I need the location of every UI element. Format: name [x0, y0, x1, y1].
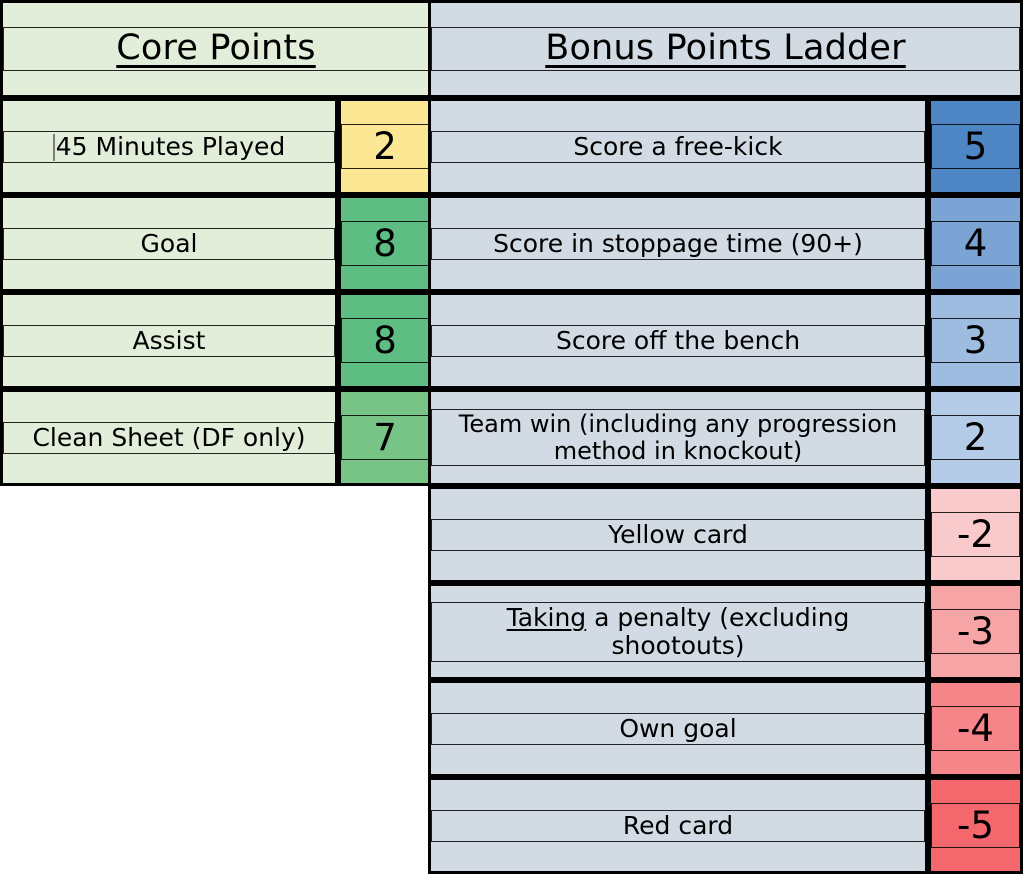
core-points-table: Core Points 45 Minutes Played 2 Goal 8 [0, 0, 432, 486]
text-caret-icon [52, 133, 55, 161]
table-row: Yellow card -2 [428, 486, 1023, 583]
core-row-1-label-inner: Goal [3, 228, 335, 260]
core-row-0-label-cell: 45 Minutes Played [0, 98, 338, 195]
core-row-2-label-inner: Assist [3, 325, 335, 357]
bonus-row-1-value-inner: 4 [931, 221, 1020, 266]
table-row: Score in stoppage time (90+) 4 [428, 195, 1023, 292]
bonus-row-2-value: 3 [963, 318, 988, 362]
bonus-row-3-label-inner: Team win (including any progression meth… [431, 409, 925, 467]
bonus-row-5-value: -3 [957, 609, 994, 653]
bonus-row-6-value-cell: -4 [928, 680, 1023, 777]
bonus-row-3-label: Team win (including any progression meth… [458, 409, 898, 465]
core-row-1-value-cell: 8 [338, 195, 432, 292]
bonus-row-5-value-inner: -3 [931, 609, 1020, 654]
bonus-row-6-label-inner: Own goal [431, 713, 925, 745]
bonus-row-6-value-inner: -4 [931, 706, 1020, 751]
bonus-points-header-row: Bonus Points Ladder [428, 0, 1023, 98]
core-row-0-label: 45 Minutes Played [55, 131, 286, 161]
core-points-header-row: Core Points [0, 0, 432, 98]
bonus-row-6-label: Own goal [619, 713, 737, 743]
bonus-row-7-label-cell: Red card [428, 777, 928, 874]
bonus-row-3-value-inner: 2 [931, 415, 1020, 460]
bonus-row-4-label-cell: Yellow card [428, 486, 928, 583]
bonus-row-3-value-cell: 2 [928, 389, 1023, 486]
core-row-3-label-inner: Clean Sheet (DF only) [3, 422, 335, 454]
core-row-3-value: 7 [373, 415, 397, 459]
bonus-row-2-label: Score off the bench [555, 325, 801, 355]
bonus-row-2-value-cell: 3 [928, 292, 1023, 389]
bonus-row-7-label-inner: Red card [431, 810, 925, 842]
table-row: 45 Minutes Played 2 [0, 98, 432, 195]
core-row-2-value: 8 [373, 318, 397, 362]
bonus-row-4-value-cell: -2 [928, 486, 1023, 583]
bonus-row-0-label-cell: Score a free-kick [428, 98, 928, 195]
core-row-0-label-inner: 45 Minutes Played [3, 131, 335, 163]
bonus-row-7-value: -5 [957, 803, 994, 847]
bonus-row-4-label: Yellow card [608, 519, 748, 549]
bonus-row-5-label-cell: Taking a penalty (excluding shootouts) [428, 583, 928, 680]
bonus-row-3-label-cell: Team win (including any progression meth… [428, 389, 928, 486]
table-row: Team win (including any progression meth… [428, 389, 1023, 486]
bonus-row-5-label-emphasis: Taking [506, 602, 587, 632]
core-points-header-inner: Core Points [3, 27, 429, 70]
core-row-0-value-cell: 2 [338, 98, 432, 195]
bonus-row-0-value: 5 [963, 124, 988, 168]
core-row-2-label: Assist [132, 325, 206, 355]
core-points-title: Core Points [116, 28, 316, 69]
bonus-row-7-value-inner: -5 [931, 803, 1020, 848]
core-row-2-value-inner: 8 [341, 318, 429, 363]
bonus-row-4-value-inner: -2 [931, 512, 1020, 557]
bonus-row-7-label: Red card [622, 810, 734, 840]
bonus-row-2-label-inner: Score off the bench [431, 325, 925, 357]
table-row: Assist 8 [0, 292, 432, 389]
bonus-row-1-label-inner: Score in stoppage time (90+) [431, 228, 925, 260]
bonus-row-5-label-inner: Taking a penalty (excluding shootouts) [431, 602, 925, 662]
core-points-header-cell: Core Points [0, 0, 432, 98]
bonus-row-2-value-inner: 3 [931, 318, 1020, 363]
core-row-1-label-cell: Goal [0, 195, 338, 292]
bonus-points-header-cell: Bonus Points Ladder [428, 0, 1023, 98]
core-row-1-value-inner: 8 [341, 221, 429, 266]
core-row-1-value: 8 [373, 221, 397, 265]
table-row: Score a free-kick 5 [428, 98, 1023, 195]
bonus-points-ladder-table: Bonus Points Ladder Score a free-kick 5 … [428, 0, 1023, 874]
bonus-row-0-label: Score a free-kick [573, 131, 783, 161]
bonus-row-4-label-inner: Yellow card [431, 519, 925, 551]
bonus-points-header-inner: Bonus Points Ladder [431, 27, 1020, 70]
core-row-3-label: Clean Sheet (DF only) [32, 422, 306, 452]
bonus-row-4-value: -2 [957, 512, 994, 556]
table-row: Clean Sheet (DF only) 7 [0, 389, 432, 486]
core-row-0-value: 2 [373, 124, 397, 168]
bonus-row-2-label-cell: Score off the bench [428, 292, 928, 389]
bonus-row-7-value-cell: -5 [928, 777, 1023, 874]
bonus-row-5-label: a penalty (excluding shootouts) [586, 602, 850, 660]
bonus-row-1-label-cell: Score in stoppage time (90+) [428, 195, 928, 292]
bonus-row-1-value-cell: 4 [928, 195, 1023, 292]
bonus-row-0-value-cell: 5 [928, 98, 1023, 195]
table-row: Red card -5 [428, 777, 1023, 874]
core-row-1-label: Goal [140, 228, 198, 258]
core-row-3-value-cell: 7 [338, 389, 432, 486]
table-row: Taking a penalty (excluding shootouts) -… [428, 583, 1023, 680]
bonus-row-6-value: -4 [957, 706, 994, 750]
bonus-row-5-value-cell: -3 [928, 583, 1023, 680]
table-row: Score off the bench 3 [428, 292, 1023, 389]
table-row: Own goal -4 [428, 680, 1023, 777]
core-row-2-value-cell: 8 [338, 292, 432, 389]
table-row: Goal 8 [0, 195, 432, 292]
bonus-row-0-label-inner: Score a free-kick [431, 131, 925, 163]
bonus-points-title: Bonus Points Ladder [545, 28, 906, 69]
core-row-0-value-inner: 2 [341, 124, 429, 169]
bonus-row-6-label-cell: Own goal [428, 680, 928, 777]
bonus-row-0-value-inner: 5 [931, 124, 1020, 169]
core-row-2-label-cell: Assist [0, 292, 338, 389]
bonus-row-1-value: 4 [963, 221, 988, 265]
core-row-3-label-cell: Clean Sheet (DF only) [0, 389, 338, 486]
core-row-3-value-inner: 7 [341, 415, 429, 460]
bonus-row-3-value: 2 [963, 415, 988, 459]
bonus-row-1-label: Score in stoppage time (90+) [493, 228, 863, 258]
